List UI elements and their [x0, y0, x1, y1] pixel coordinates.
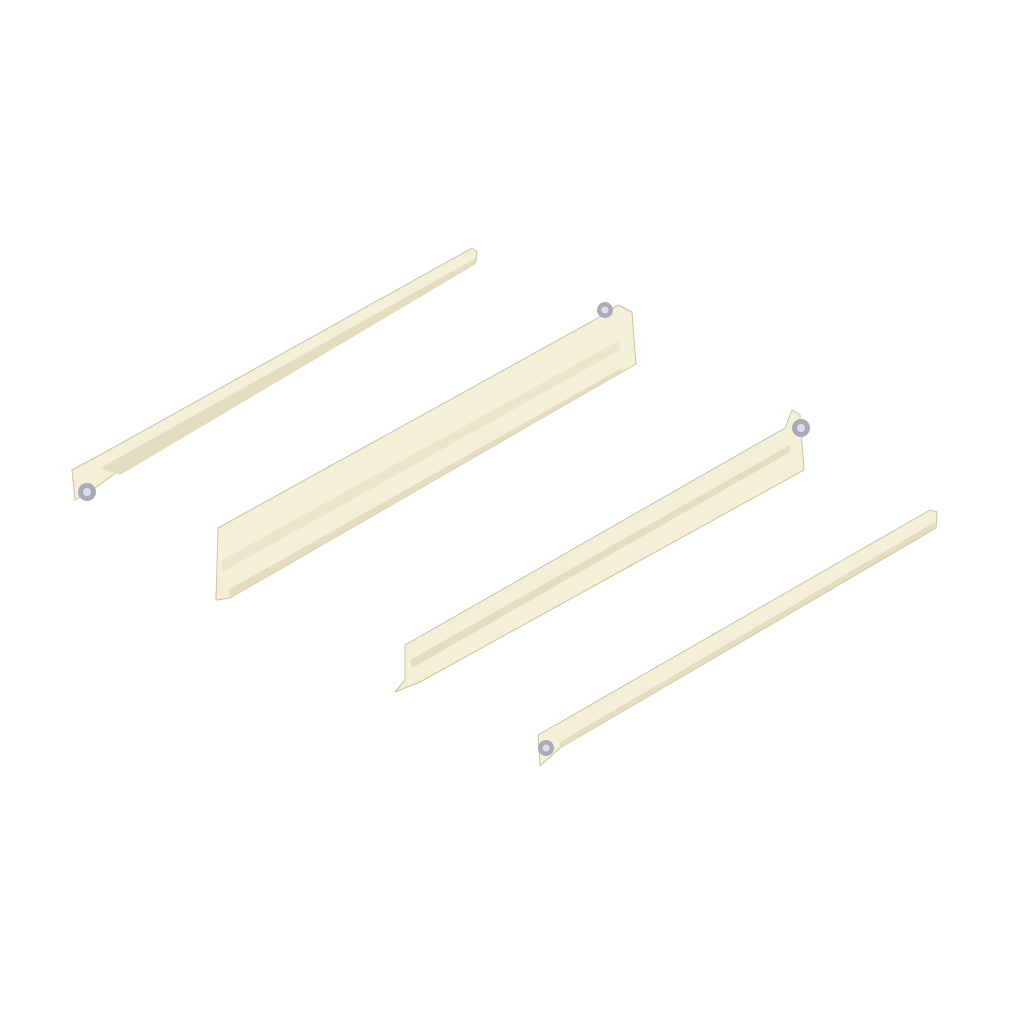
drawer-side-profile [215, 302, 637, 601]
cabinet-rail [394, 409, 810, 693]
drawer-runner-left [71, 247, 478, 501]
drawer-runner-right [537, 509, 938, 768]
